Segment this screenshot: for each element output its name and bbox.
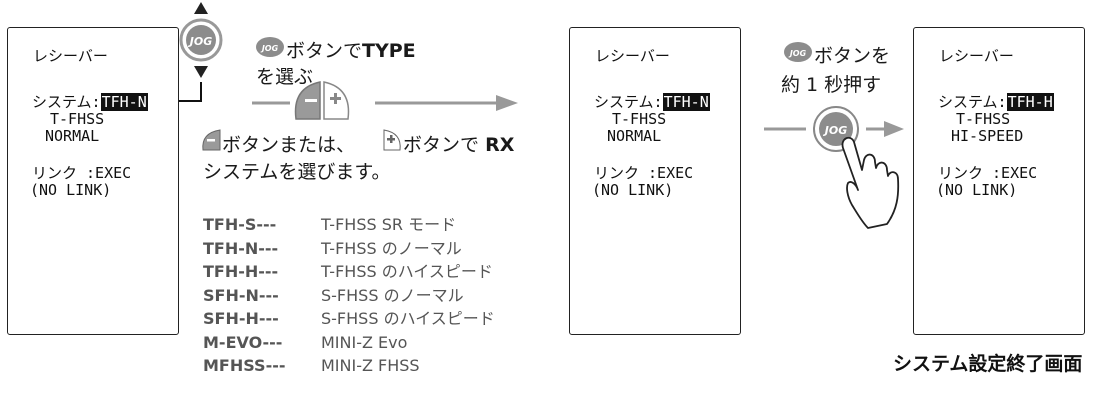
list-item: TFH-N---T-FHSS のノーマル xyxy=(203,238,462,258)
system-line3: HI-SPEED xyxy=(951,127,1024,145)
link-value: (NO LINK) xyxy=(936,181,1018,199)
screen-title: レシーバー xyxy=(595,47,670,65)
link-label: リンク :EXEC xyxy=(594,164,694,182)
svg-text:JOG: JOG xyxy=(260,44,279,53)
step2-line2: システムを選びます。 xyxy=(203,161,391,183)
minus-plus-arrow xyxy=(252,81,518,120)
jog-press-arrow: JOG xyxy=(764,106,904,152)
link-label: リンク :EXEC xyxy=(32,164,132,182)
lcd-screen-left: レシーバー システム:TFH-N T-FHSS NORMAL リンク :EXEC… xyxy=(7,27,179,335)
lcd-screen-middle: レシーバー システム:TFH-N T-FHSS NORMAL リンク :EXEC… xyxy=(569,27,741,335)
system-line2: T-FHSS xyxy=(956,110,1011,128)
jog-dial-icon: JOG xyxy=(179,2,223,78)
end-screen-caption: システム設定終了画面 xyxy=(893,353,1083,375)
system-row: システム:TFH-H xyxy=(938,93,1054,111)
system-value: TFH-N xyxy=(662,93,710,111)
system-line3: NORMAL xyxy=(607,127,662,145)
link-label: リンク :EXEC xyxy=(938,164,1038,182)
plus-icon xyxy=(383,129,401,151)
step3-line1: ボタンを xyxy=(814,45,891,67)
system-row: システム:TFH-N xyxy=(594,93,710,111)
system-value: TFH-N xyxy=(100,93,148,111)
step1-line2: を選ぶ xyxy=(256,66,314,88)
lcd-screen-right: レシーバー システム:TFH-H T-FHSS HI-SPEED リンク :EX… xyxy=(913,27,1085,335)
screen-title: レシーバー xyxy=(33,47,108,65)
system-value: TFH-H xyxy=(1006,93,1054,111)
system-line2: T-FHSS xyxy=(612,110,667,128)
list-item: M-EVO---MINI-Z Evo xyxy=(203,332,408,352)
system-line3: NORMAL xyxy=(45,127,100,145)
svg-text:JOG: JOG xyxy=(188,35,212,48)
jog-small-icon: JOG xyxy=(256,37,284,57)
rx-system-list: TFH-S---T-FHSS SR モード TFH-N---T-FHSS のノー… xyxy=(203,213,495,378)
step3-line2: 約 1 秒押す xyxy=(781,74,882,96)
link-value: (NO LINK) xyxy=(592,181,674,199)
list-item: TFH-S---T-FHSS SR モード xyxy=(203,215,457,234)
link-value: (NO LINK) xyxy=(30,181,112,199)
list-item: TFH-H---T-FHSS のハイスピード xyxy=(203,262,493,281)
step2-line1b: ボタンで RX xyxy=(403,134,515,156)
svg-text:JOG: JOG xyxy=(823,124,847,137)
system-row: システム:TFH-N xyxy=(32,93,148,111)
list-item: SFH-H---S-FHSS のハイスピード xyxy=(203,309,495,328)
system-line2: T-FHSS xyxy=(50,110,105,128)
svg-text:JOG: JOG xyxy=(788,49,807,58)
list-item: SFH-N---S-FHSS のノーマル xyxy=(203,285,464,305)
screen-title: レシーバー xyxy=(939,47,1014,65)
list-item: MFHSS---MINI-Z FHSS xyxy=(203,356,420,375)
system-label: システム: xyxy=(594,93,663,111)
system-label: システム: xyxy=(32,93,101,111)
step1-line1: ボタンでTYPE xyxy=(286,40,416,62)
step2-line1: ボタンまたは、 xyxy=(222,134,356,156)
system-label: システム: xyxy=(938,93,1007,111)
jog-small-icon-2: JOG xyxy=(784,42,812,62)
minus-icon xyxy=(202,129,221,151)
hand-icon xyxy=(841,136,900,229)
